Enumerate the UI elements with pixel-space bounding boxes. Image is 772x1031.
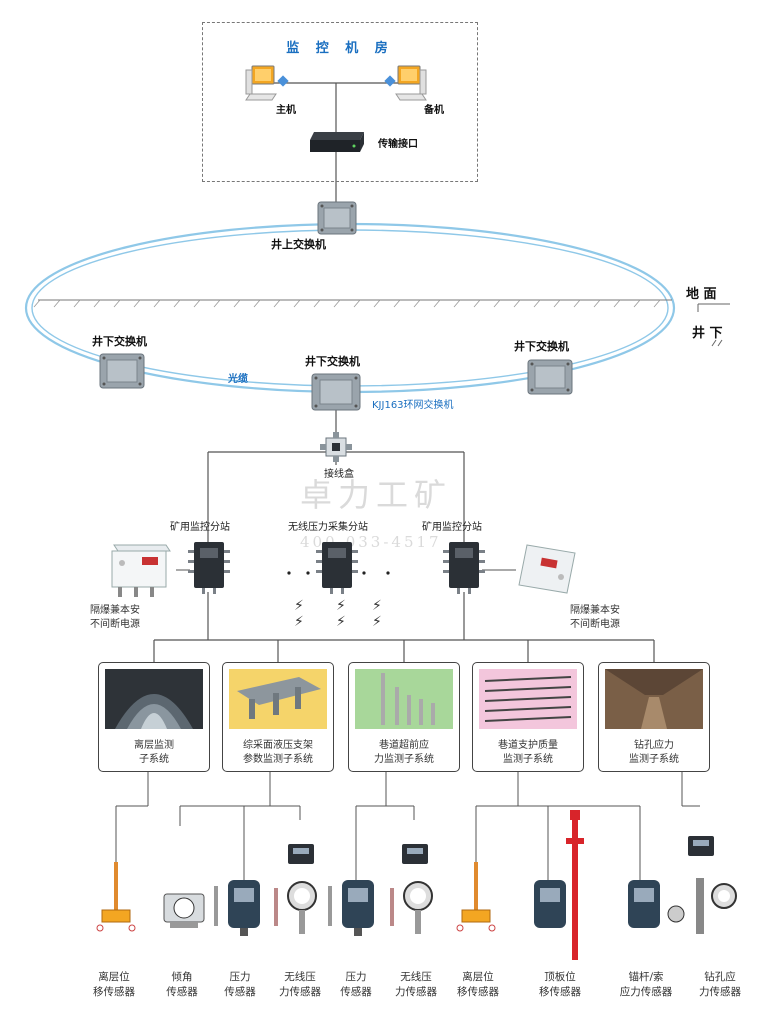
ring-switch-label: KJJ163环网交换机 — [372, 400, 454, 411]
substation-left-icon — [188, 542, 230, 594]
subsystem-panel-2: 综采面液压支架 参数监测子系统 — [222, 662, 334, 772]
sensor-label: 压力 传感器 — [340, 971, 372, 998]
wireless-signal-icon: ⚡⚡ — [372, 598, 382, 630]
control-room-box: 监 控 机 房 — [202, 22, 478, 182]
wireless-relay-icon — [288, 844, 314, 864]
host-computer-icon — [245, 65, 277, 101]
sensor-label: 顶板位 移传感器 — [539, 971, 581, 998]
separation-displacement-sensor-icon-2 — [456, 862, 496, 932]
pressure-sensor-icon-2 — [328, 880, 374, 936]
sensor-label: 离层位 移传感器 — [457, 971, 499, 998]
substation-right-icon — [443, 542, 485, 594]
ups-left-label: 隔爆兼本安 不间断电源 — [90, 605, 140, 630]
sensor-label: 无线压 力传感器 — [279, 971, 321, 998]
underground-switch-center-icon — [311, 373, 361, 411]
roof-displacement-pole-icon — [566, 810, 584, 960]
ups-right-icon — [518, 544, 576, 594]
sensor-label: 锚杆/索 应力传感器 — [619, 971, 673, 998]
substation-right-label: 矿用监控分站 — [422, 522, 482, 533]
underground-switch-left-label: 井下交换机 — [92, 335, 147, 348]
junction-box-label: 接线盒 — [324, 469, 354, 480]
wireless-pressure-sensor-icon-2 — [390, 881, 433, 934]
subsystem-panel-3: 巷道超前应 力监测子系统 — [348, 662, 460, 772]
subsystem-panel-5: 钻孔应力 监测子系统 — [598, 662, 710, 772]
stress-sensors-icon — [355, 669, 453, 729]
sensor-label: 压力 传感器 — [224, 971, 256, 998]
substation-center-label: 无线压力采集分站 — [288, 522, 368, 533]
watermark-text: 卓力工矿 — [300, 476, 453, 514]
ups-left-icon — [111, 544, 171, 597]
host-label: 主机 — [276, 105, 296, 116]
underground-switch-right-icon — [527, 359, 573, 395]
wireless-relay-icon — [402, 844, 428, 864]
substation-center-icon — [316, 542, 358, 594]
subsystem-label: 巷道支护质量 监测子系统 — [498, 740, 558, 765]
wireless-pressure-sensor-icon — [274, 881, 317, 934]
underground-switch-right-label: 井下交换机 — [514, 340, 569, 353]
substation-left-label: 矿用监控分站 — [170, 522, 230, 533]
sensor-label: 钻孔应 力传感器 — [699, 971, 741, 998]
subsystem-panel-4: 巷道支护质量 监测子系统 — [472, 662, 584, 772]
wireless-signal-icon: ⚡⚡ — [294, 598, 304, 630]
subsystem-label: 综采面液压支架 参数监测子系统 — [243, 740, 313, 765]
hydraulic-support-icon — [229, 669, 327, 729]
inclination-sensor-icon — [163, 893, 205, 928]
junction-box-icon — [320, 432, 352, 462]
backup-computer-icon — [395, 65, 427, 101]
ups-right-label: 隔爆兼本安 不间断电源 — [570, 605, 620, 630]
subsystem-label: 钻孔应力 监测子系统 — [629, 740, 679, 765]
transmission-interface-label: 传输接口 — [378, 139, 418, 150]
sensor-label: 离层位 移传感器 — [93, 971, 135, 998]
transmission-interface-icon — [310, 132, 364, 152]
borehole-stress-sensor-icon — [696, 878, 737, 934]
control-room-title: 监 控 机 房 — [286, 41, 394, 56]
sensor-label: 倾角 传感器 — [166, 971, 198, 998]
wireless-signal-icon: ⚡⚡ — [336, 598, 346, 630]
underground-switch-center-label: 井下交换机 — [305, 355, 360, 368]
bolt-stress-sensor-icon — [628, 880, 685, 928]
tunnel-photo-icon — [105, 669, 203, 729]
mine-tunnel-photo-icon — [605, 669, 703, 729]
wireless-relay-icon — [688, 836, 714, 856]
subsystem-label: 离层监测 子系统 — [134, 740, 174, 765]
subsystem-label: 巷道超前应 力监测子系统 — [374, 740, 434, 765]
sensor-label: 无线压 力传感器 — [395, 971, 437, 998]
underground-label: 井 下 — [692, 326, 723, 341]
underground-switch-left-icon — [99, 353, 145, 389]
ground-label: 地 面 — [686, 287, 717, 302]
surface-switch-label: 井上交换机 — [271, 238, 326, 251]
surface-switch-icon — [317, 201, 357, 235]
separation-displacement-sensor-icon — [96, 862, 136, 932]
backup-label: 备机 — [424, 105, 444, 116]
pressure-sensor-icon — [214, 880, 260, 936]
roof-displacement-sensor-icon — [534, 880, 566, 928]
bolt-sensors-icon — [479, 669, 577, 729]
subsystem-panel-1: 离层监测 子系统 — [98, 662, 210, 772]
fiber-label: 光缆 — [228, 374, 248, 385]
